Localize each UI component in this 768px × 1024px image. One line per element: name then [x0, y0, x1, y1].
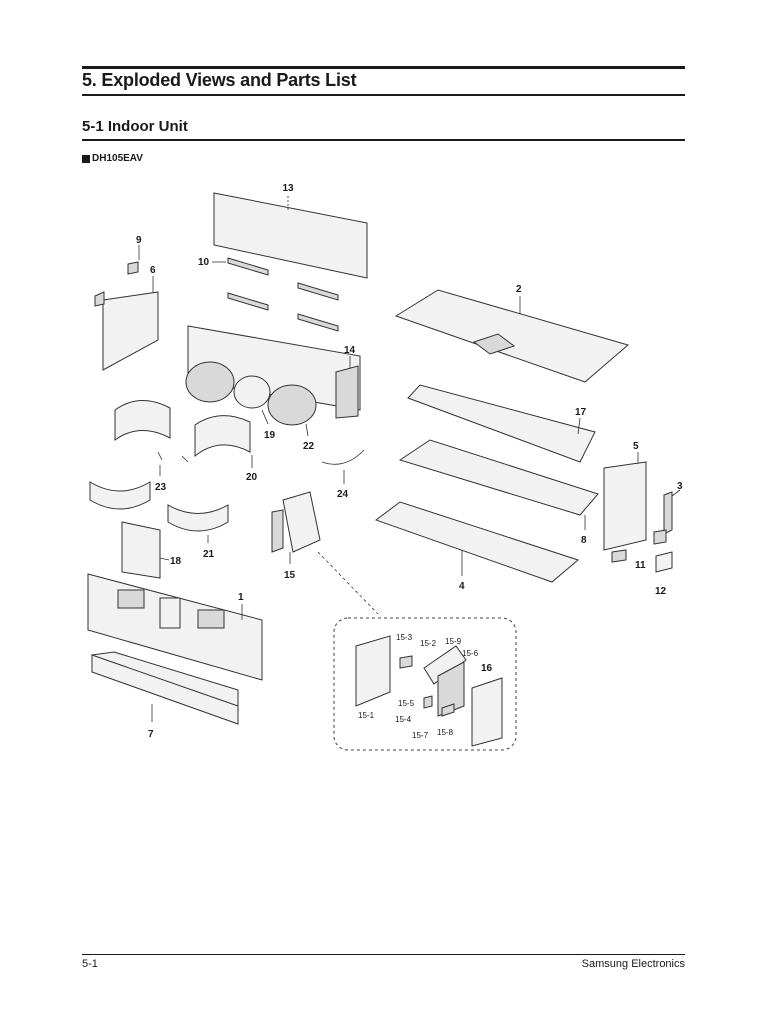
part-6: 6 [94, 265, 159, 371]
label-15-7: 15-7 [412, 731, 429, 740]
subsection-title: 5-1 Indoor Unit [82, 118, 188, 135]
label-12: 12 [655, 586, 667, 597]
label-2: 2 [516, 284, 522, 295]
part-24: 24 [321, 449, 365, 500]
part-12: 12 [655, 551, 673, 597]
part-1: 1 [87, 573, 263, 681]
part-17: 17 [407, 384, 596, 463]
part-11: 11 [611, 529, 667, 571]
label-21: 21 [203, 549, 215, 560]
label-6: 6 [150, 265, 156, 276]
label-4: 4 [459, 581, 465, 592]
label-20: 20 [246, 472, 258, 483]
part-8: 8 [398, 439, 599, 546]
label-18: 18 [170, 556, 182, 567]
part-fans [185, 361, 317, 426]
page-number: 5-1 [82, 958, 98, 970]
square-bullet-icon [82, 154, 90, 163]
detail-callout: 15-3 15-2 15-9 15-6 16 15-5 15-1 15-4 15… [333, 617, 517, 751]
label-14: 14 [344, 345, 356, 356]
label-15-6: 15-6 [462, 649, 479, 658]
label-23: 23 [155, 482, 167, 493]
part-23: 23 [155, 451, 189, 493]
label-15: 15 [284, 570, 296, 581]
part-18: 18 [121, 521, 182, 579]
title-top-rule [82, 66, 685, 69]
part-4: 4 [374, 501, 580, 592]
label-13: 13 [282, 183, 294, 194]
section-title: 5. Exploded Views and Parts List [82, 70, 357, 90]
part-21: 21 [203, 535, 215, 560]
label-1: 1 [238, 592, 244, 603]
label-15-3: 15-3 [396, 633, 413, 642]
part-13: 13 [213, 183, 368, 279]
title-bottom-rule [82, 94, 685, 96]
part-5: 5 [603, 441, 647, 551]
label-24: 24 [337, 489, 349, 500]
footer-company: Samsung Electronics [581, 958, 685, 970]
part-scroll-upper [114, 400, 251, 458]
label-8: 8 [581, 535, 587, 546]
label-9: 9 [136, 235, 142, 246]
label-15-4: 15-4 [395, 715, 412, 724]
part-14: 14 [335, 345, 359, 419]
part-scroll-lower [89, 481, 229, 532]
label-15-1: 15-1 [358, 711, 375, 720]
label-5: 5 [633, 441, 639, 452]
subsection-rule [82, 139, 685, 141]
part-9: 9 [127, 235, 142, 275]
part-20: 20 [246, 455, 258, 483]
label-10: 10 [198, 257, 210, 268]
label-15-9: 15-9 [445, 637, 462, 646]
part-19: 19 [261, 409, 276, 441]
label-17: 17 [575, 407, 587, 418]
label-7: 7 [148, 729, 154, 740]
model-name: DH105EAV [92, 153, 143, 164]
label-15-2: 15-2 [420, 639, 437, 648]
label-19: 19 [264, 430, 276, 441]
model-heading: DH105EAV [82, 153, 143, 164]
label-11: 11 [635, 560, 646, 571]
label-16: 16 [481, 663, 493, 674]
part-2: 2 [394, 284, 630, 383]
label-15-5: 15-5 [398, 699, 415, 708]
part-housing [187, 325, 361, 411]
part-7: 7 [90, 651, 239, 740]
label-22: 22 [303, 441, 315, 452]
part-15: 15 [271, 491, 379, 615]
label-15-8: 15-8 [437, 728, 454, 737]
part-22: 22 [303, 423, 315, 452]
label-3: 3 [677, 481, 683, 492]
part-3: 3 [663, 481, 683, 535]
part-10: 10 [198, 257, 339, 332]
footer-rule [82, 954, 685, 955]
